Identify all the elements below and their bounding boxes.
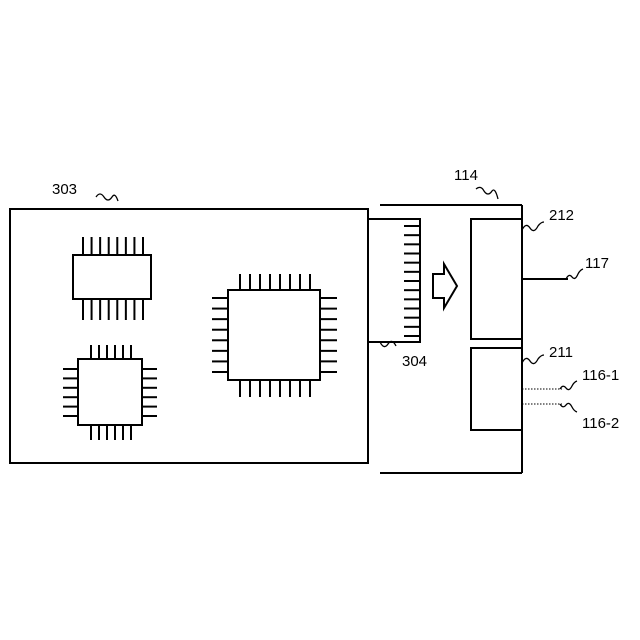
leader-117 — [566, 269, 583, 279]
label-117: 117 — [585, 255, 609, 272]
label-212: 212 — [549, 207, 574, 224]
insertion-arrow — [433, 264, 457, 308]
chip-dip — [73, 237, 151, 320]
chip-qfp-large — [212, 274, 337, 397]
leader-116-2 — [560, 403, 577, 412]
label-116-2: 116-2 — [582, 415, 619, 432]
leader-211 — [522, 355, 544, 364]
lower-module — [471, 348, 522, 430]
upper-module — [471, 219, 522, 339]
leader-303 — [96, 194, 118, 201]
label-116-1: 116-1 — [582, 367, 619, 384]
label-304: 304 — [402, 353, 427, 370]
connector — [368, 219, 420, 342]
leader-212 — [522, 222, 544, 231]
chip-qfp-small — [63, 345, 157, 440]
label-303: 303 — [52, 181, 77, 198]
leader-116-1 — [560, 381, 577, 390]
label-114: 114 — [454, 167, 478, 184]
leader-114 — [476, 187, 498, 199]
label-211: 211 — [549, 344, 573, 361]
